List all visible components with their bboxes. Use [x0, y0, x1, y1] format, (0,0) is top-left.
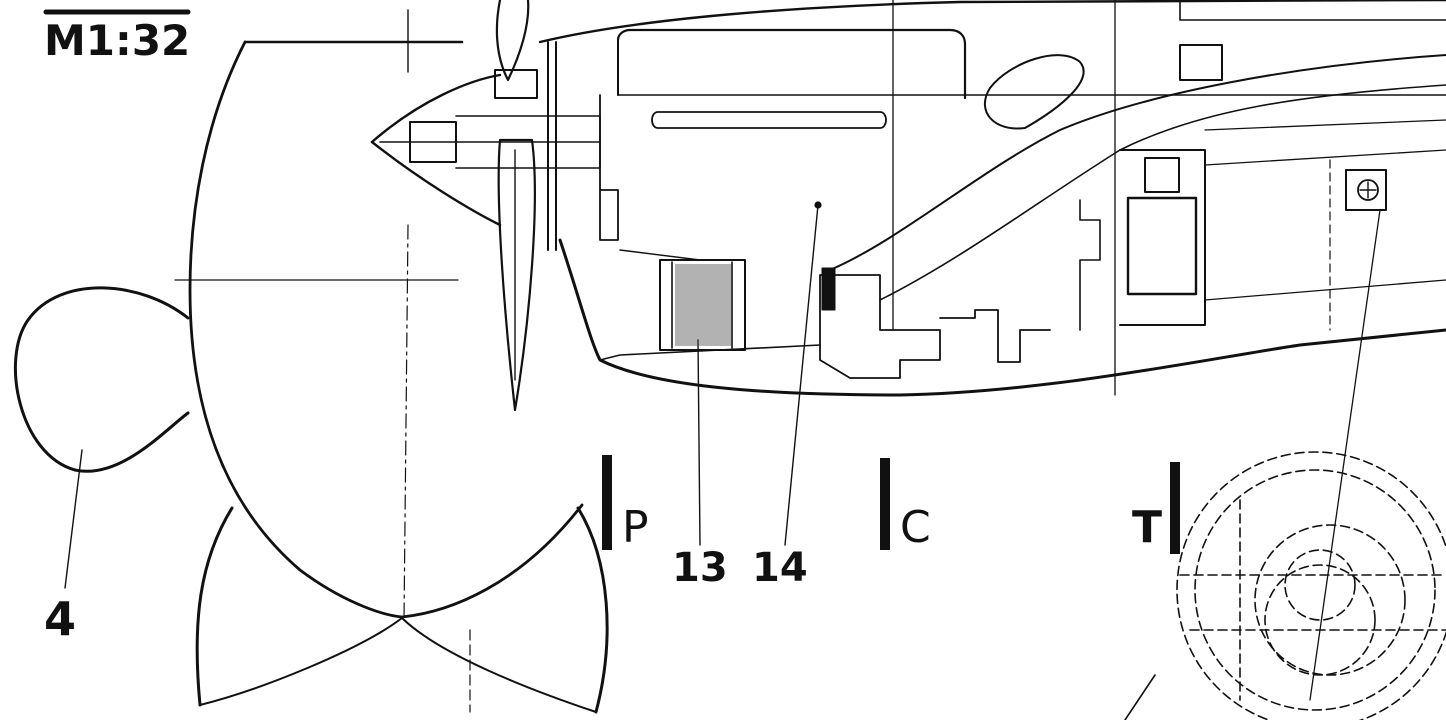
callout-14: 14: [752, 545, 808, 591]
wheel-dashed-circles: [1176, 451, 1446, 720]
section-label-c: C: [900, 502, 931, 553]
radiator-hatch: [675, 264, 731, 346]
callout-4: 4: [44, 592, 77, 646]
front-view: [14, 9, 609, 714]
spinner: [370, 73, 601, 227]
scale-label: M1:32: [44, 16, 191, 65]
propeller-blade: [494, 0, 557, 412]
callout-13: 13: [672, 545, 728, 591]
fuselage-side-view: [538, 0, 1446, 701]
section-label-t: T: [1132, 502, 1163, 553]
section-markers: [602, 455, 1180, 554]
section-label-p: P: [622, 502, 649, 553]
